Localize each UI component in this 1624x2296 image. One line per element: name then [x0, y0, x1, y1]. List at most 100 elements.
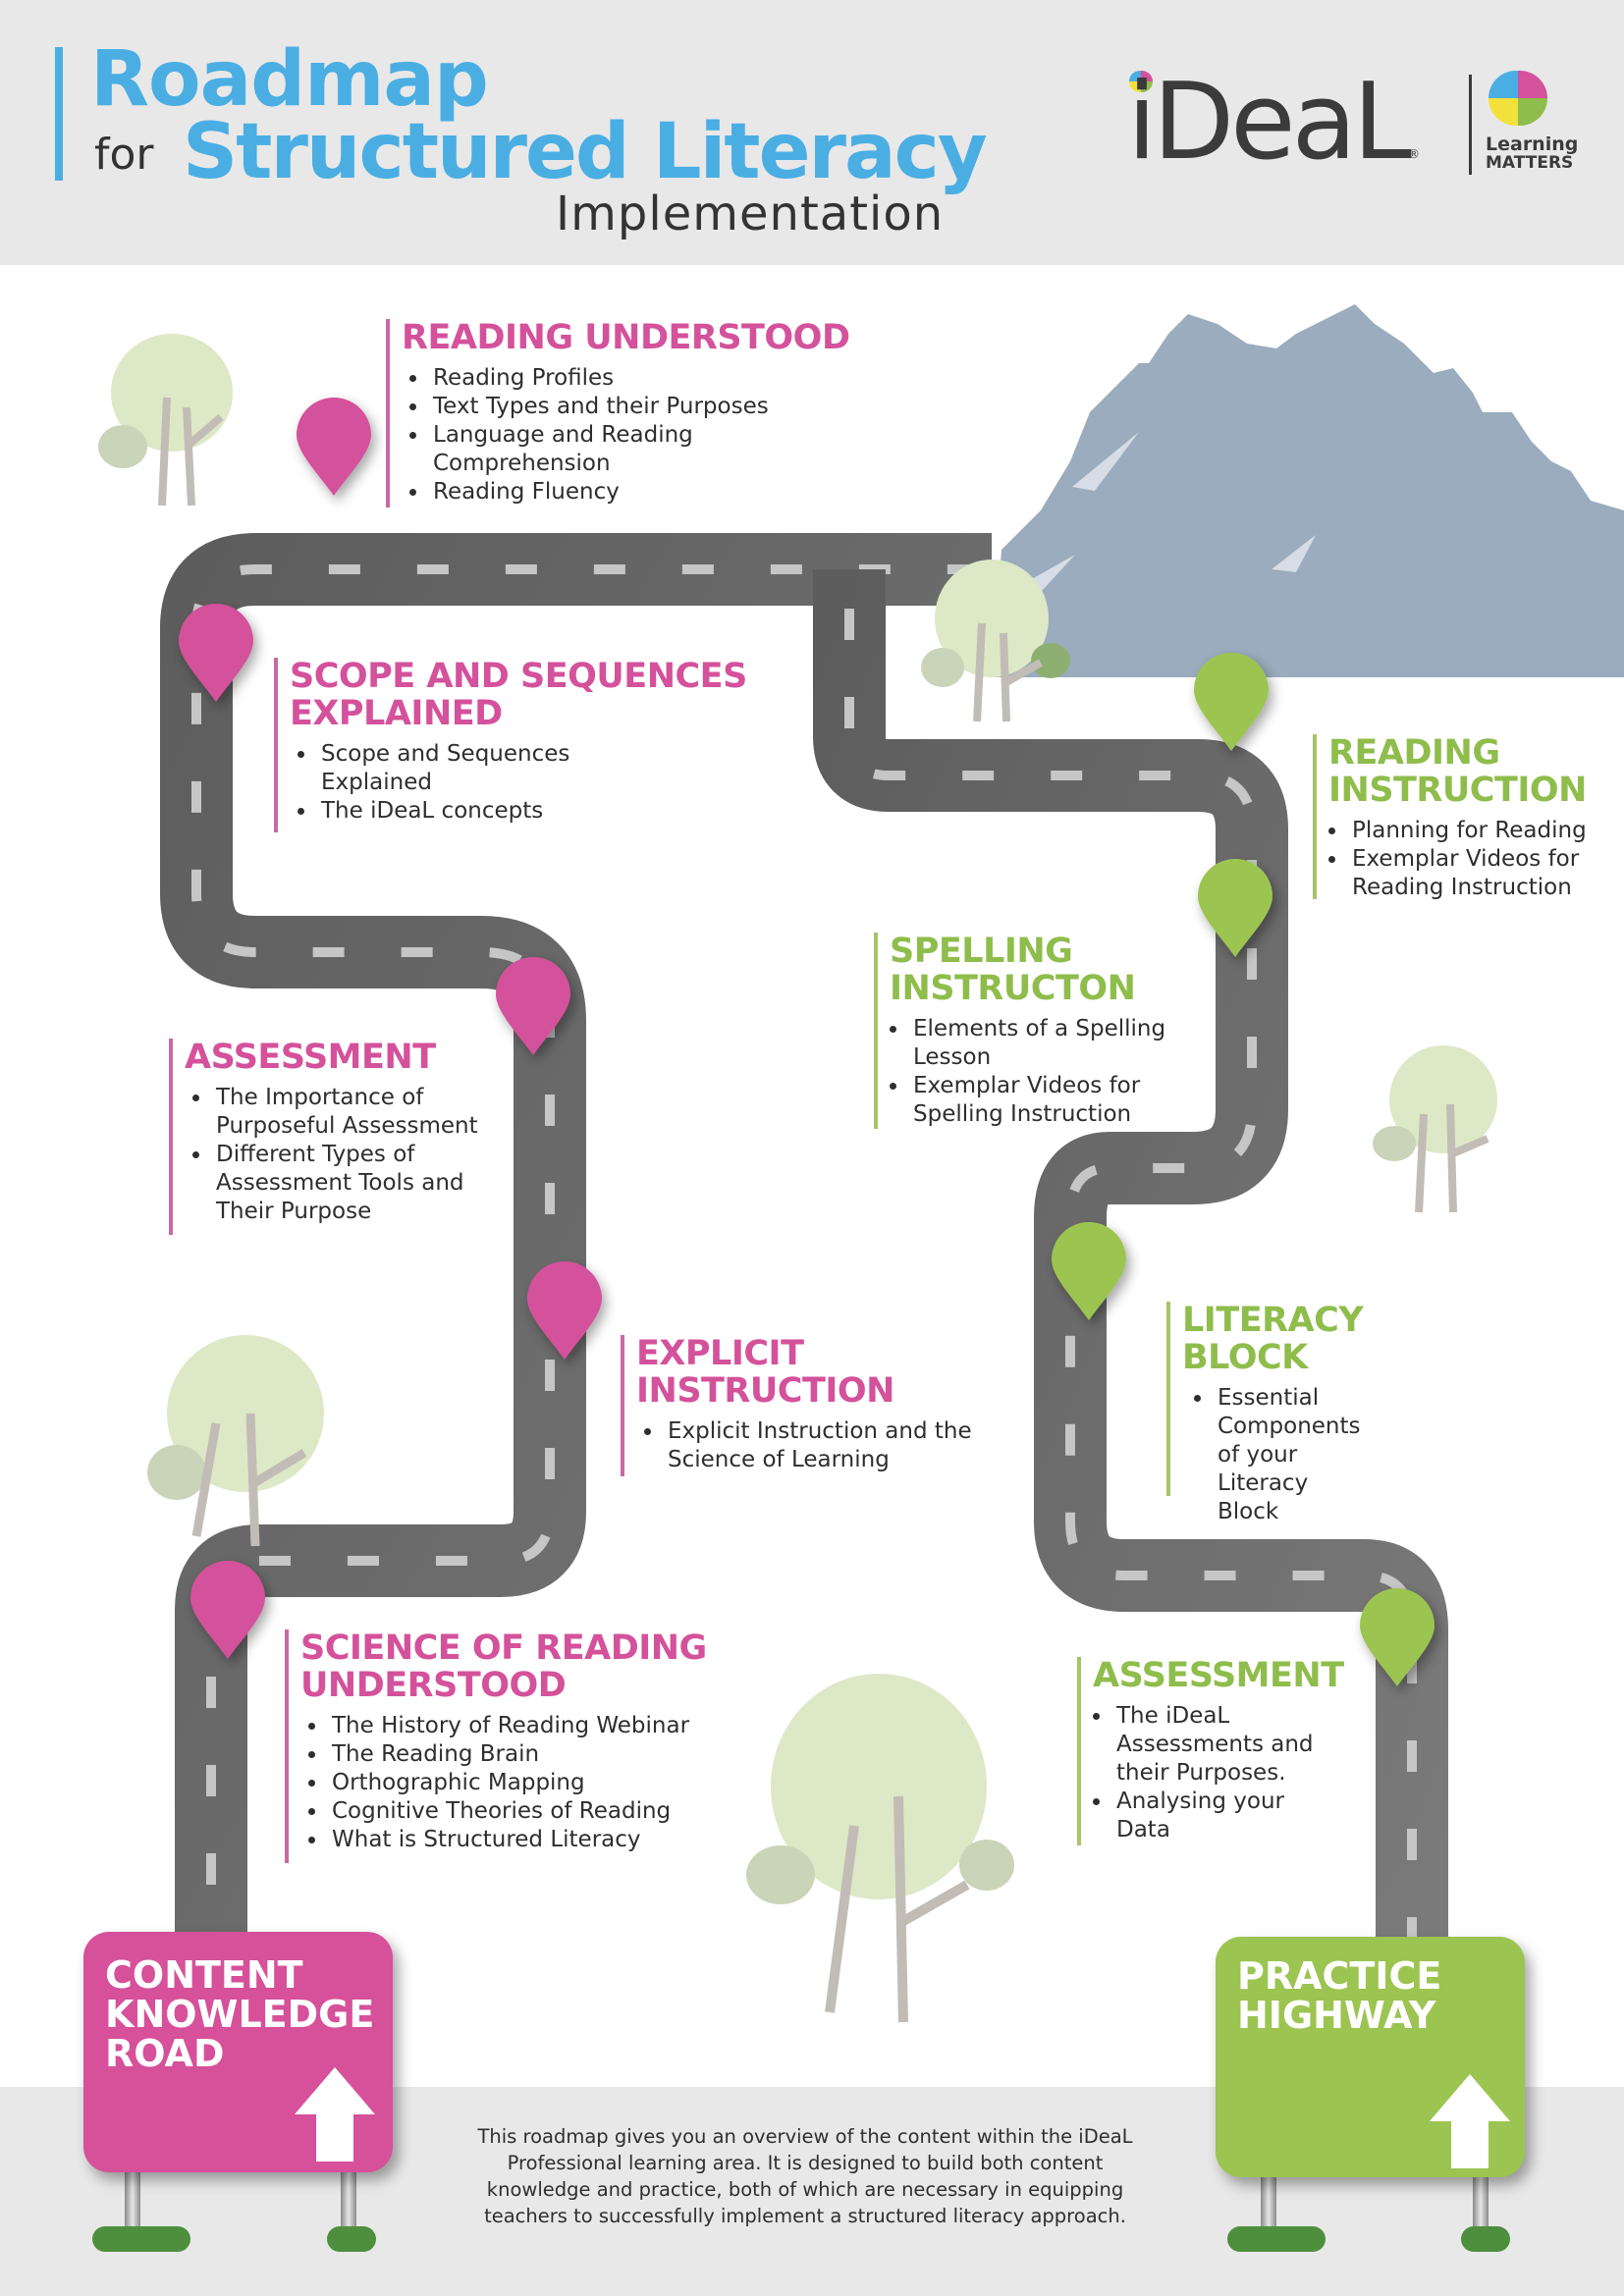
topic-scope-and-sequences: SCOPE AND SEQUENCES EXPLAINED Scope and … [274, 657, 765, 832]
topic-item[interactable]: What is Structured Literacy [328, 1826, 736, 1854]
bush-icon [1461, 2226, 1510, 2252]
map-pin-icon[interactable] [190, 1561, 265, 1659]
topic-accent-bar [1313, 734, 1317, 899]
topic-heading: ASSESSMENT [185, 1038, 436, 1077]
topic-assessment-content: ASSESSMENT The Importance of Purposeful … [169, 1038, 522, 1235]
topic-heading-line2: INSTRUCTION [636, 1371, 894, 1411]
topic-item[interactable]: The History of Reading Webinar [328, 1712, 736, 1740]
topic-item[interactable]: Elements of a Spelling Lesson [909, 1015, 1194, 1072]
map-pin-icon[interactable] [297, 398, 371, 496]
map-pin-icon[interactable] [526, 1260, 603, 1360]
topic-item[interactable]: Text Types and their Purposes [429, 393, 857, 421]
topic-accent-bar [285, 1629, 289, 1863]
map-pin-icon[interactable] [1052, 1222, 1126, 1320]
topic-item[interactable]: Essential Components of your Literacy Bl… [1214, 1384, 1371, 1526]
brain-icon [1489, 71, 1547, 126]
arrow-up-icon [295, 2067, 375, 2162]
topic-accent-bar [386, 319, 390, 507]
topic-heading-line2: EXPLAINED [290, 694, 503, 733]
practice-highway-sign[interactable]: PRACTICE HIGHWAY [1216, 1937, 1525, 2177]
topic-heading-line2: INSTRUCTON [890, 969, 1136, 1008]
map-pin-icon[interactable] [496, 957, 570, 1055]
topic-heading-line1: SCOPE AND SEQUENCES [290, 657, 747, 696]
title-implementation: Implementation [556, 187, 945, 241]
topic-heading: READING UNDERSTOOD [402, 318, 850, 357]
map-pin-icon[interactable] [1194, 653, 1269, 751]
map-pin-icon[interactable] [1360, 1588, 1435, 1686]
bush-icon [1227, 2226, 1326, 2252]
tree-icon [1373, 1045, 1497, 1213]
header-band [0, 0, 1624, 265]
topic-heading-line1: EXPLICIT [636, 1334, 804, 1373]
topic-accent-bar [621, 1335, 624, 1476]
topic-heading: ASSESSMENT [1093, 1656, 1344, 1695]
topic-spelling-instruction: SPELLING INSTRUCTON Elements of a Spelli… [874, 933, 1208, 1129]
sign-post [125, 2169, 140, 2228]
topic-accent-bar [169, 1039, 173, 1235]
brain-icon [1129, 71, 1153, 92]
topic-heading-line1: READING [1328, 733, 1500, 773]
bush-icon [92, 2226, 190, 2252]
topic-item[interactable]: Cognitive Theories of Reading [328, 1797, 736, 1826]
topic-item[interactable]: Exemplar Videos for Spelling Instruction [909, 1072, 1194, 1129]
logo-separator [1469, 75, 1472, 175]
sign-label: PRACTICE HIGHWAY [1237, 1954, 1442, 2037]
bush-icon [327, 2226, 376, 2252]
practice-highway [813, 569, 1448, 1963]
topic-heading-line1: SPELLING [890, 932, 1073, 971]
topic-list: Essential Components of your Literacy Bl… [1166, 1384, 1371, 1526]
topic-explicit-instruction: EXPLICIT INSTRUCTION Explicit Instructio… [621, 1334, 1013, 1476]
ideal-logo: iDeaL® Learning MATTERS [1127, 69, 1579, 177]
topic-item[interactable]: The iDeaL concepts [317, 797, 612, 826]
topic-item[interactable]: Different Types of Assessment Tools and … [212, 1141, 497, 1226]
topic-list: The History of Reading Webinar The Readi… [285, 1712, 736, 1854]
topic-accent-bar [1166, 1302, 1170, 1496]
topic-list: Planning for Reading Exemplar Videos for… [1313, 817, 1624, 902]
map-pin-icon[interactable] [1198, 859, 1272, 957]
footer-description: This roadmap gives you an overview of th… [477, 2125, 1133, 2227]
title-structured-literacy: Structured Literacy [183, 108, 988, 196]
topic-list: Explicit Instruction and the Science of … [621, 1417, 998, 1474]
topic-item[interactable]: The iDeaL Assessments and their Purposes… [1112, 1702, 1338, 1788]
topic-item[interactable]: Reading Profiles [429, 364, 857, 393]
arrow-up-icon [1430, 2074, 1510, 2168]
topic-list: Elements of a Spelling Lesson Exemplar V… [874, 1015, 1194, 1129]
topic-item[interactable]: Scope and Sequences Explained [317, 740, 612, 797]
topic-item[interactable]: The Importance of Purposeful Assessment [212, 1084, 497, 1141]
map-pins [179, 398, 1435, 1686]
sign-post [1473, 2177, 1489, 2231]
topic-item[interactable]: Analysing your Data [1112, 1788, 1338, 1844]
topic-item[interactable]: The Reading Brain [328, 1740, 736, 1769]
map-pin-icon[interactable] [179, 604, 253, 702]
sign-label: CONTENT KNOWLEDGE ROAD [105, 1953, 375, 2075]
tree-icon [921, 560, 1070, 722]
topic-item[interactable]: Language and Reading Comprehension [429, 421, 857, 478]
title-accent-bar [55, 47, 63, 181]
title-for: for [94, 130, 154, 180]
topic-list: Scope and Sequences Explained The iDeaL … [274, 740, 612, 826]
topic-heading-line2: BLOCK [1182, 1338, 1308, 1377]
title-roadmap: Roadmap [90, 35, 489, 124]
mountain-icon [992, 304, 1624, 677]
topic-reading-instruction: READING INSTRUCTION Planning for Reading… [1313, 734, 1624, 902]
sign-post [341, 2169, 356, 2228]
tree-icon [98, 334, 233, 507]
topic-list: The iDeaL Assessments and their Purposes… [1077, 1702, 1338, 1844]
topic-assessment-practice: ASSESSMENT The iDeaL Assessments and the… [1077, 1656, 1372, 1845]
topic-item[interactable]: Explicit Instruction and the Science of … [664, 1417, 998, 1474]
content-knowledge-road-sign[interactable]: CONTENT KNOWLEDGE ROAD [83, 1932, 393, 2172]
ideal-wordmark: iDeaL® [1127, 61, 1420, 184]
topic-reading-understood: READING UNDERSTOOD Reading Profiles Text… [386, 319, 857, 507]
sign-post [1261, 2177, 1276, 2231]
topic-item[interactable]: Exemplar Videos for Reading Instruction [1348, 845, 1624, 902]
learning-matters-line2: MATTERS [1486, 153, 1574, 173]
tree-icon [147, 1335, 324, 1547]
topic-item[interactable]: Orthographic Mapping [328, 1769, 736, 1797]
learning-matters-line1: Learning [1486, 133, 1579, 155]
topic-list: The Importance of Purposeful Assessment … [169, 1084, 497, 1226]
topic-accent-bar [1077, 1657, 1081, 1845]
topic-heading-line1: LITERACY [1182, 1301, 1364, 1340]
topic-item[interactable]: Planning for Reading [1348, 817, 1624, 845]
topic-item[interactable]: Reading Fluency [429, 478, 857, 507]
